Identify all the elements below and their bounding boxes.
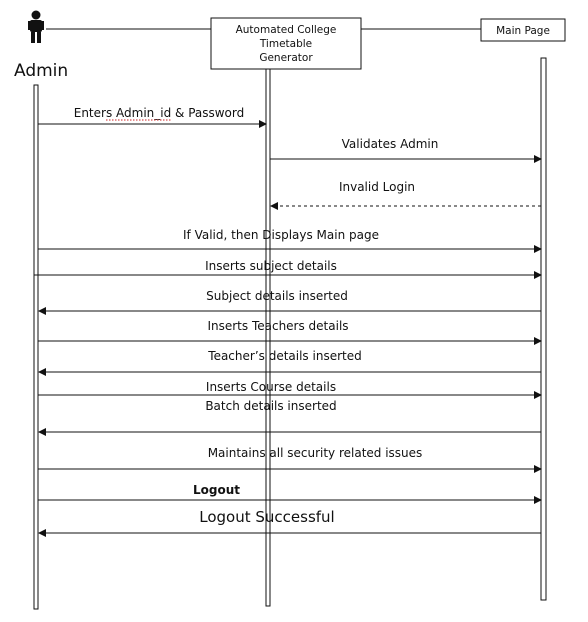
main-page-label: Main Page <box>496 25 550 37</box>
admin-actor: Admin <box>14 10 211 81</box>
message-5: Inserts subject details <box>34 259 542 279</box>
message-label: If Valid, then Displays Main page <box>183 228 379 242</box>
system-label-line-1: Automated College <box>236 24 337 36</box>
message-11: Maintains all security related issues <box>38 446 542 473</box>
message-8: Teacher’s details inserted <box>38 349 541 376</box>
message-label: Validates Admin <box>342 137 439 151</box>
message-4: If Valid, then Displays Main page <box>38 228 542 253</box>
system-lifeline <box>265 68 271 607</box>
message-label: Invalid Login <box>339 180 415 194</box>
message-2: Validates Admin <box>270 137 542 163</box>
message-label: Subject details inserted <box>206 289 348 303</box>
admin-lifeline <box>33 84 39 610</box>
message-label: Teacher’s details inserted <box>207 349 361 363</box>
message-label: Maintains all security related issues <box>208 446 423 460</box>
main-page-participant: Main Page <box>480 18 566 42</box>
message-label: Inserts Course details <box>206 380 336 394</box>
main-page-lifeline <box>540 57 547 601</box>
message-label: Enters Admin_id & Password <box>74 106 245 120</box>
system-box <box>210 17 362 70</box>
message-label: Batch details inserted <box>205 399 336 413</box>
message-7: Inserts Teachers details <box>38 319 542 345</box>
message-13: Logout Successful <box>38 508 541 537</box>
main-page-box <box>480 18 566 42</box>
message-9: Inserts Course details <box>38 380 542 399</box>
admin-label: Admin <box>14 61 68 81</box>
message-label: Logout Successful <box>199 508 334 526</box>
system-label-line-2: Timetable <box>259 38 312 50</box>
message-label: Inserts subject details <box>205 259 337 273</box>
message-12: Logout <box>38 483 542 504</box>
system-label-line-3: Generator <box>259 52 313 64</box>
message-3: Invalid Login <box>270 180 541 210</box>
message-1: Enters Admin_id & Password <box>38 106 267 128</box>
message-label: Inserts Teachers details <box>207 319 348 333</box>
system-participant: Automated College Timetable Generator <box>210 17 481 70</box>
message-10: Batch details inserted <box>38 399 541 436</box>
message-label: Logout <box>193 483 240 497</box>
message-6: Subject details inserted <box>38 289 541 315</box>
person-icon <box>28 10 44 43</box>
